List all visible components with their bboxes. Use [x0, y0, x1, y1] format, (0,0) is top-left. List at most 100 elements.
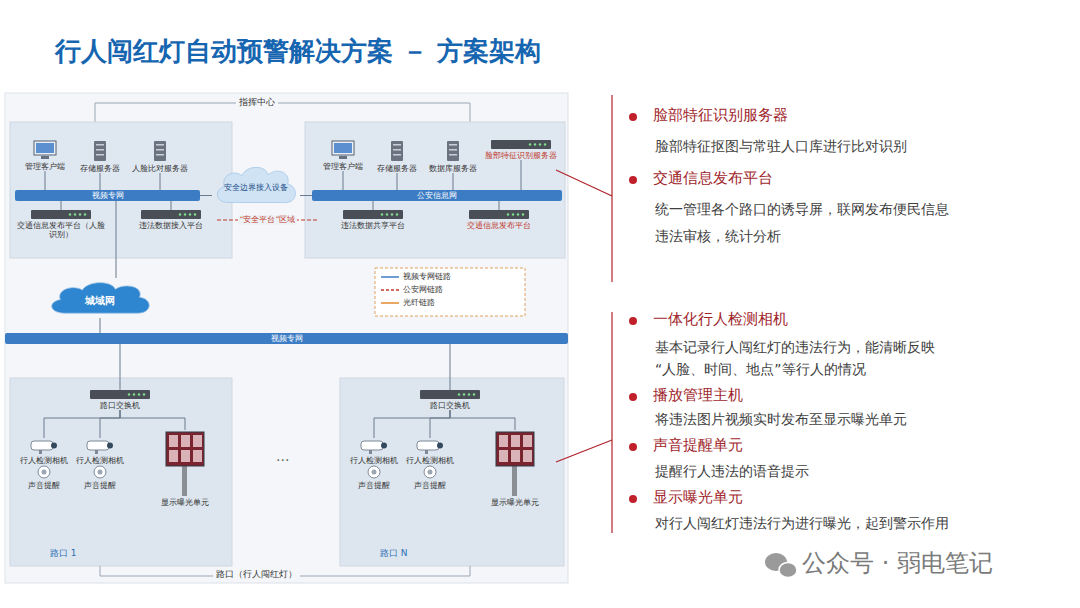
device-node: 显示曝光单元 [150, 430, 220, 507]
legend-entry: 光纤链路 [381, 298, 435, 308]
crossing-box: 路口 1路口交换机行人检测相机声音提醒行人检测相机声音提醒显示曝光单元 [10, 378, 232, 566]
device-label: 路口交换机 [410, 401, 490, 410]
display-screen-icon [163, 430, 207, 496]
watermark: 公众号 · 弱电笔记 [802, 549, 993, 578]
bullet-dot [629, 317, 637, 325]
leader-line [556, 170, 612, 196]
connector [430, 410, 450, 438]
diagram-note: 指挥中心 [236, 97, 278, 108]
description-text: 将违法图片视频实时发布至显示曝光单元 [655, 411, 907, 428]
crossing-area [10, 378, 232, 566]
network-cloud: 安全边界接入设备 [212, 162, 300, 208]
connector [374, 410, 450, 438]
bullet-dot [629, 176, 637, 184]
description-text: 脸部特征抠图与常驻人口库进行比对识别 [655, 138, 907, 155]
connector [450, 344, 451, 390]
bullet-dot [629, 393, 637, 401]
server-icon [389, 140, 405, 162]
camera-icon [359, 438, 389, 454]
device-label: 行人检测相机 [404, 456, 456, 465]
rack-device-icon [343, 210, 403, 219]
device-label: 声音提醒 [404, 481, 456, 490]
connector [343, 171, 344, 190]
bar-label: 视频专网 [15, 190, 200, 201]
description-text: 交通信息发布平台 [653, 169, 773, 187]
connector [453, 173, 454, 190]
device-label: 行人检测相机 [18, 456, 70, 465]
device-label: 管理客户端 [318, 162, 368, 171]
right-panel [305, 122, 565, 258]
bullet-dot [629, 495, 637, 503]
device-label: 路口交换机 [80, 401, 160, 410]
device-label: 存储服务器 [75, 164, 125, 173]
device-node: 违法数据共享平台 [318, 210, 428, 230]
device-node: 交通信息发布平台 [440, 210, 558, 230]
description-text: 统一管理各个路口的诱导屏，联网发布便民信息 [655, 201, 949, 218]
connector [120, 344, 121, 390]
connector [44, 410, 120, 438]
crossing-label: 路口 N [380, 547, 408, 560]
device-node: 交通信息发布平台（人脸识别） [15, 210, 107, 239]
legend-text: 光纤链路 [403, 298, 435, 308]
legend-sample [381, 299, 399, 307]
description-text: 基本记录行人闯红灯的违法行为，能清晰反映 “人脸、时间、地点”等行人的情况 [655, 336, 955, 380]
device-label: 数据库服务器 [426, 164, 480, 173]
description-text: 声音提醒单元 [653, 436, 743, 454]
wechat-icon [765, 553, 797, 578]
speaker-icon [367, 465, 381, 479]
legend-sample [381, 273, 399, 281]
device-label: 声音提醒 [348, 481, 400, 490]
device-label: 行人检测相机 [74, 456, 126, 465]
device-label: 违法数据接入平台 [125, 221, 217, 230]
connector [171, 201, 172, 210]
computer-icon [32, 140, 58, 160]
connector [521, 160, 522, 190]
speaker-icon [93, 465, 107, 479]
description-text: 一体化行人检测相机 [653, 310, 788, 328]
speaker-icon [423, 465, 437, 479]
device-label: 脸部特征识别服务器 [482, 151, 560, 160]
legend-entry: 公安网链路 [381, 285, 443, 295]
description-text: 显示曝光单元 [653, 488, 743, 506]
server-icon [152, 140, 168, 162]
rack-device-icon [491, 140, 551, 149]
left-panel [10, 122, 232, 258]
device-node: 显示曝光单元 [480, 430, 550, 507]
cloud-label: 城域网 [75, 288, 125, 308]
description-text: 对行人闯红灯违法行为进行曝光，起到警示作用 [655, 515, 949, 532]
bullet-dot [629, 443, 637, 451]
legend-text: 公安网链路 [403, 285, 443, 295]
connector [45, 171, 46, 190]
connector [116, 201, 117, 278]
device-node: 行人检测相机声音提醒 [74, 438, 126, 490]
device-label: 违法数据共享平台 [318, 221, 428, 230]
legend-entry: 视频专网链路 [381, 272, 451, 282]
bar-label: 视频专网 [5, 333, 568, 344]
device-label: 交通信息发布平台（人脸识别） [15, 221, 107, 239]
network-cloud: 城域网 [45, 278, 155, 318]
top-bracket [95, 103, 470, 122]
connector [120, 410, 185, 430]
network-bar: 视频专网 [15, 190, 200, 201]
device-node: 行人检测相机声音提醒 [404, 438, 456, 490]
device-label: 显示曝光单元 [480, 498, 550, 507]
connector [200, 195, 212, 196]
device-node: 人脸比对服务器 [128, 140, 192, 173]
slide-title: 行人闯红灯自动预警解决方案 － 方案架构 [55, 34, 541, 69]
legend-text: 视频专网链路 [403, 272, 451, 282]
device-node: 存储服务器 [75, 140, 125, 173]
device-node: 行人检测相机声音提醒 [348, 438, 400, 490]
device-node: 数据库服务器 [426, 140, 480, 173]
device-node: 管理客户端 [20, 140, 70, 171]
connector [61, 201, 62, 210]
rack-device-icon [90, 390, 150, 399]
device-label: 声音提醒 [74, 481, 126, 490]
device-label: 显示曝光单元 [150, 498, 220, 507]
device-node: 管理客户端 [318, 140, 368, 171]
cloud-label: 安全边界接入设备 [214, 177, 298, 193]
leader-line [611, 95, 612, 282]
device-node: 存储服务器 [372, 140, 422, 173]
rack-device-icon [469, 210, 529, 219]
device-node: 脸部特征识别服务器 [482, 140, 560, 160]
